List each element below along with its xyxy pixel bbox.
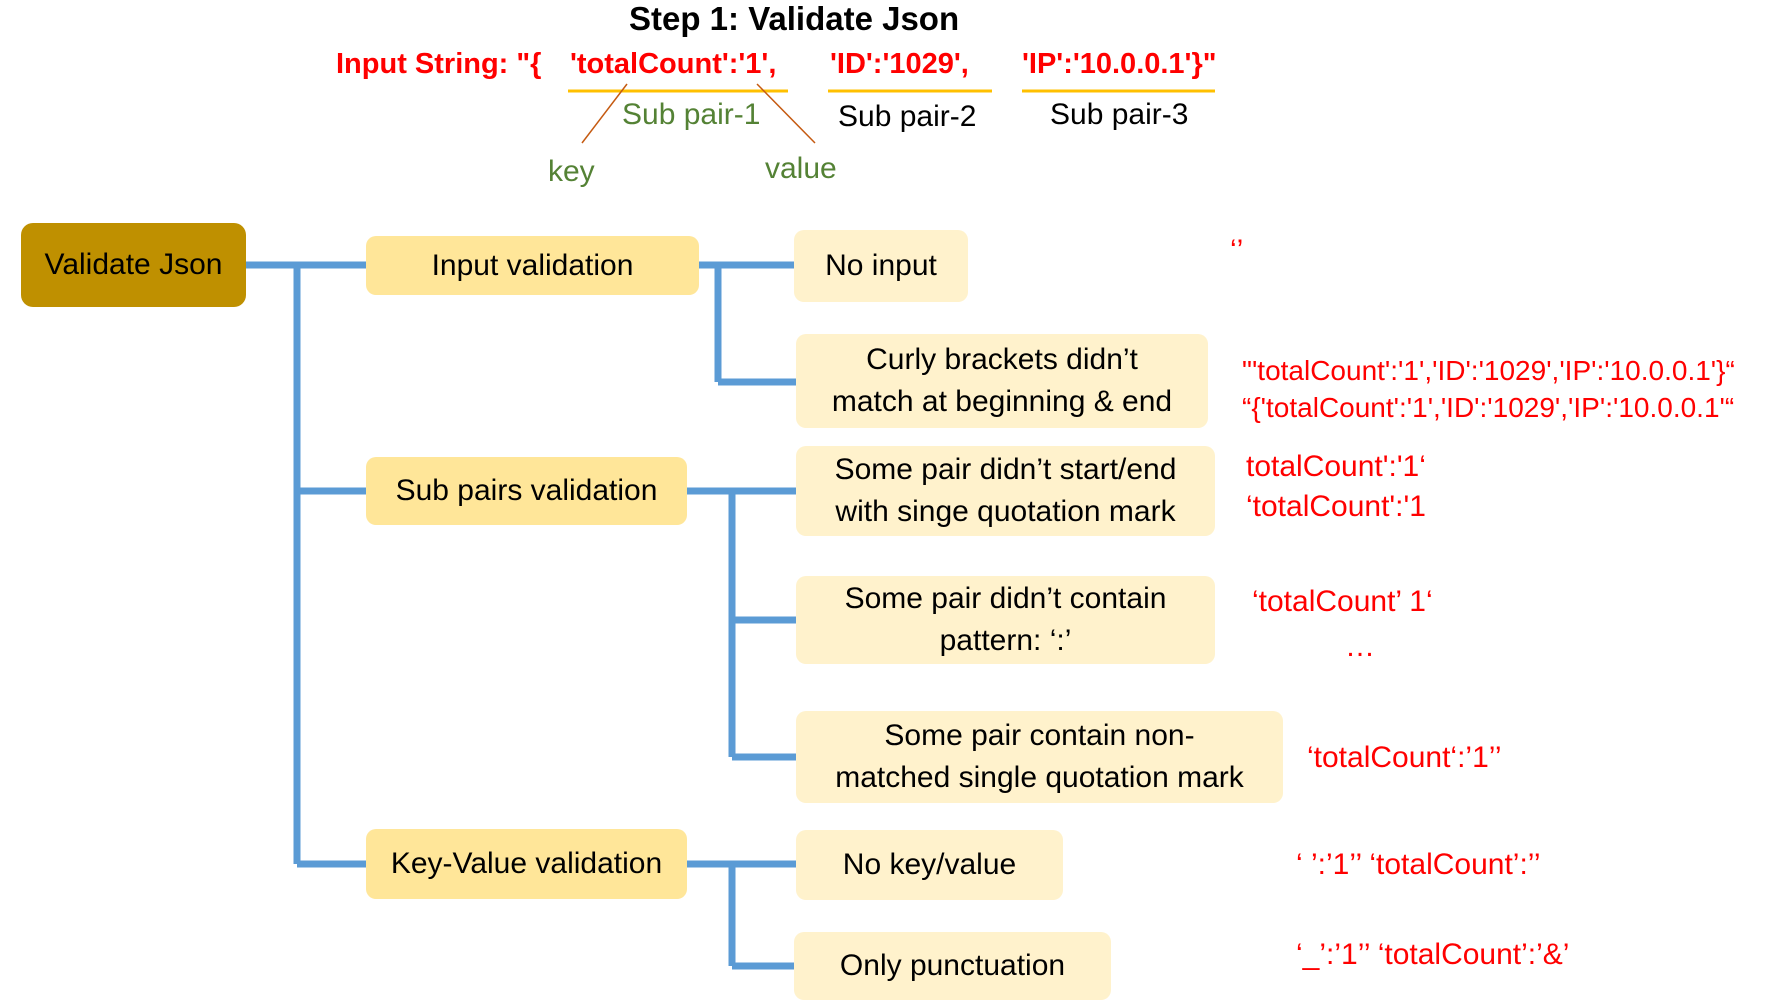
example-curly-1: "'totalCount':'1','ID':'1029','IP':'10.0… xyxy=(1242,355,1735,386)
key-pointer-line xyxy=(581,83,628,144)
input-string-pair-3: 'IP':'10.0.0.1'}" xyxy=(1022,48,1217,80)
case-no-key-value: No key/value xyxy=(796,830,1063,900)
category-input-validation: Input validation xyxy=(366,236,699,295)
example-no-key-value: ‘ ’:’1’’ ‘totalCount’:’’ xyxy=(1296,848,1541,881)
case-curly-line-2: match at beginning & end xyxy=(831,385,1173,418)
case-only-punct-label: Only punctuation xyxy=(839,949,1066,982)
category-key-value-label: Key-Value validation xyxy=(390,847,663,880)
case-nonmatch-line-1: Some pair contain non- xyxy=(884,719,1195,752)
example-only-punctuation: ‘_’:’1’’ ‘totalCount’:’&’ xyxy=(1296,938,1570,971)
category-sub-pairs-label: Sub pairs validation xyxy=(395,474,658,507)
example-pattern-2: … xyxy=(1345,630,1375,663)
case-quote-line-2: with singe quotation mark xyxy=(835,495,1176,528)
category-sub-pairs-validation: Sub pairs validation xyxy=(366,457,687,525)
example-pattern-1: ‘totalCount’ 1‘ xyxy=(1252,585,1433,618)
case-curly-line-1: Curly brackets didn’t xyxy=(866,343,1138,376)
case-non-matched-quote: Some pair contain non- matched single qu… xyxy=(796,711,1283,803)
page-title: Step 1: Validate Json xyxy=(629,0,960,37)
case-quotation-start-end: Some pair didn’t start/end with singe qu… xyxy=(796,446,1215,536)
input-string-prefix: Input String: "{ xyxy=(336,48,542,80)
sub-pair-3-label: Sub pair-3 xyxy=(1050,98,1189,131)
sub-pair-1-label: Sub pair-1 xyxy=(622,98,761,131)
category-input-label: Input validation xyxy=(431,248,634,282)
input-string-pair-1: 'totalCount':'1', xyxy=(570,48,777,80)
case-quote-line-1: Some pair didn’t start/end xyxy=(834,453,1177,486)
case-curly-brackets: Curly brackets didn’t match at beginning… xyxy=(796,334,1208,428)
root-node-label: Validate Json xyxy=(44,248,223,281)
case-missing-pattern: Some pair didn’t contain pattern: ‘:’ xyxy=(796,576,1215,664)
category-key-value-validation: Key-Value validation xyxy=(366,829,687,899)
example-curly-2: “{'totalCount':'1','ID':'1029','IP':'10.… xyxy=(1242,392,1735,423)
value-label: value xyxy=(765,152,837,185)
example-non-matched: ‘totalCount‘:’1’’ xyxy=(1307,741,1502,774)
case-no-key-value-label: No key/value xyxy=(842,848,1017,881)
root-node-validate-json: Validate Json xyxy=(21,223,246,307)
sub-pair-2-label: Sub pair-2 xyxy=(838,100,977,133)
input-string-pair-2: 'ID':'1029', xyxy=(830,48,969,80)
key-label: key xyxy=(548,155,595,188)
case-no-input-label: No input xyxy=(825,249,937,282)
case-pattern-line-2: pattern: ‘:’ xyxy=(939,624,1072,657)
case-pattern-line-1: Some pair didn’t contain xyxy=(844,582,1167,615)
value-pointer-line xyxy=(756,83,816,144)
case-only-punctuation: Only punctuation xyxy=(794,932,1111,1000)
example-quote-2: ‘totalCount':'1 xyxy=(1246,490,1426,523)
case-nonmatch-line-2: matched single quotation mark xyxy=(835,761,1244,794)
case-no-input: No input xyxy=(794,230,968,302)
example-no-input: ‘’ xyxy=(1230,234,1244,267)
example-quote-1: totalCount':'1‘ xyxy=(1246,450,1426,483)
